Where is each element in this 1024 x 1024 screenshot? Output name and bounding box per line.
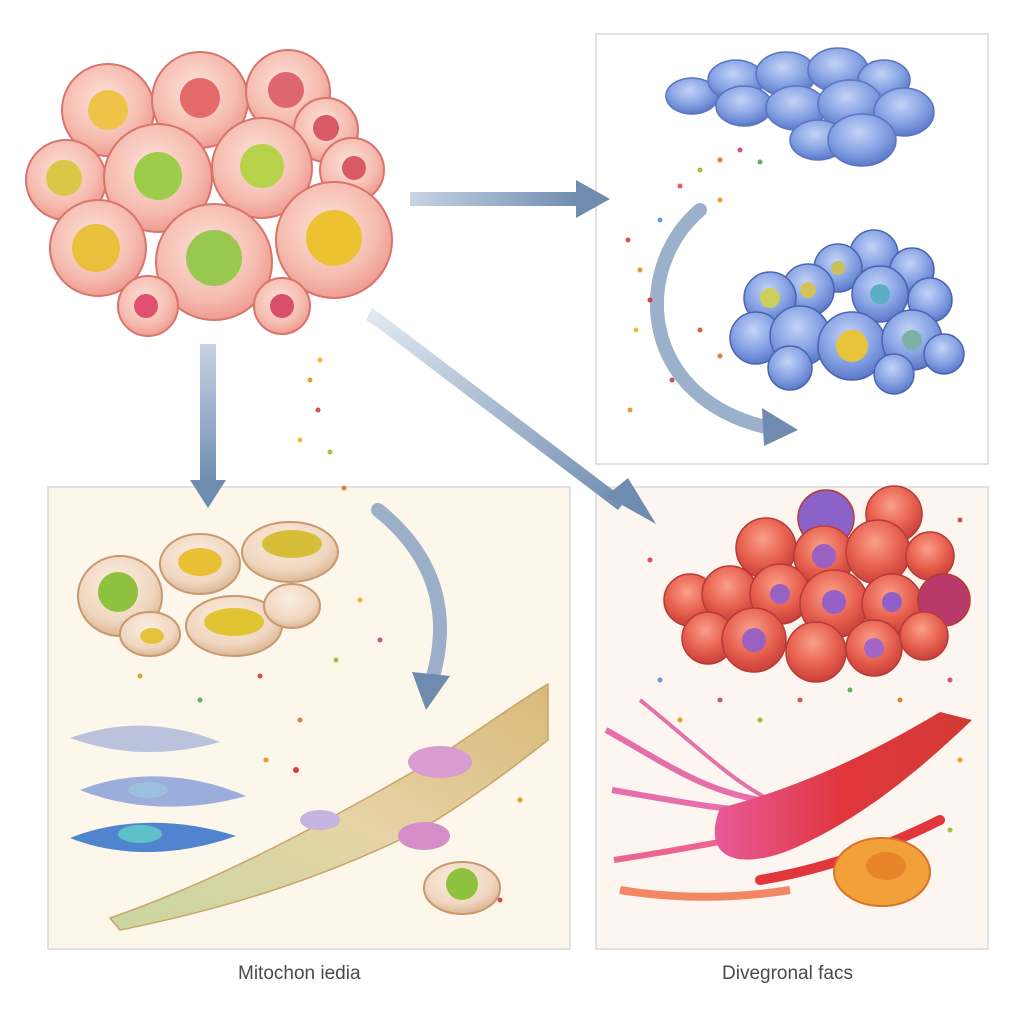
caption-right: Divegronal facs: [722, 963, 853, 984]
arrow-icon-right: [410, 180, 610, 218]
arrow-head-curved-bottom-left: [412, 672, 450, 710]
red-muscle-fiber-icon: [604, 698, 972, 907]
blue-cell-nuclei: [760, 261, 922, 362]
arrow-icon-curved-top-right: [650, 203, 777, 435]
stem-cell-cluster-icon: [25, 49, 393, 337]
muscle-fiber-icon: [108, 682, 549, 931]
particle-dots-icon: [137, 147, 963, 903]
arrow-icon-curved-bottom-left: [371, 503, 447, 687]
caption-left: Mitochon iedia: [238, 963, 361, 984]
arrow-head-curved-top-right: [762, 408, 798, 446]
red-cell-nuclei: [742, 544, 902, 658]
arrow-icon-down: [190, 344, 226, 508]
spindle-cells-icon: [70, 725, 246, 853]
blue-cell-layer-icon: [665, 47, 935, 167]
stem-cell-nuclei: [46, 72, 366, 318]
red-cell-cluster-icon: [663, 485, 971, 683]
tan-cell-nuclei: [98, 530, 322, 644]
arrow-icon-diagonal: [366, 308, 656, 524]
